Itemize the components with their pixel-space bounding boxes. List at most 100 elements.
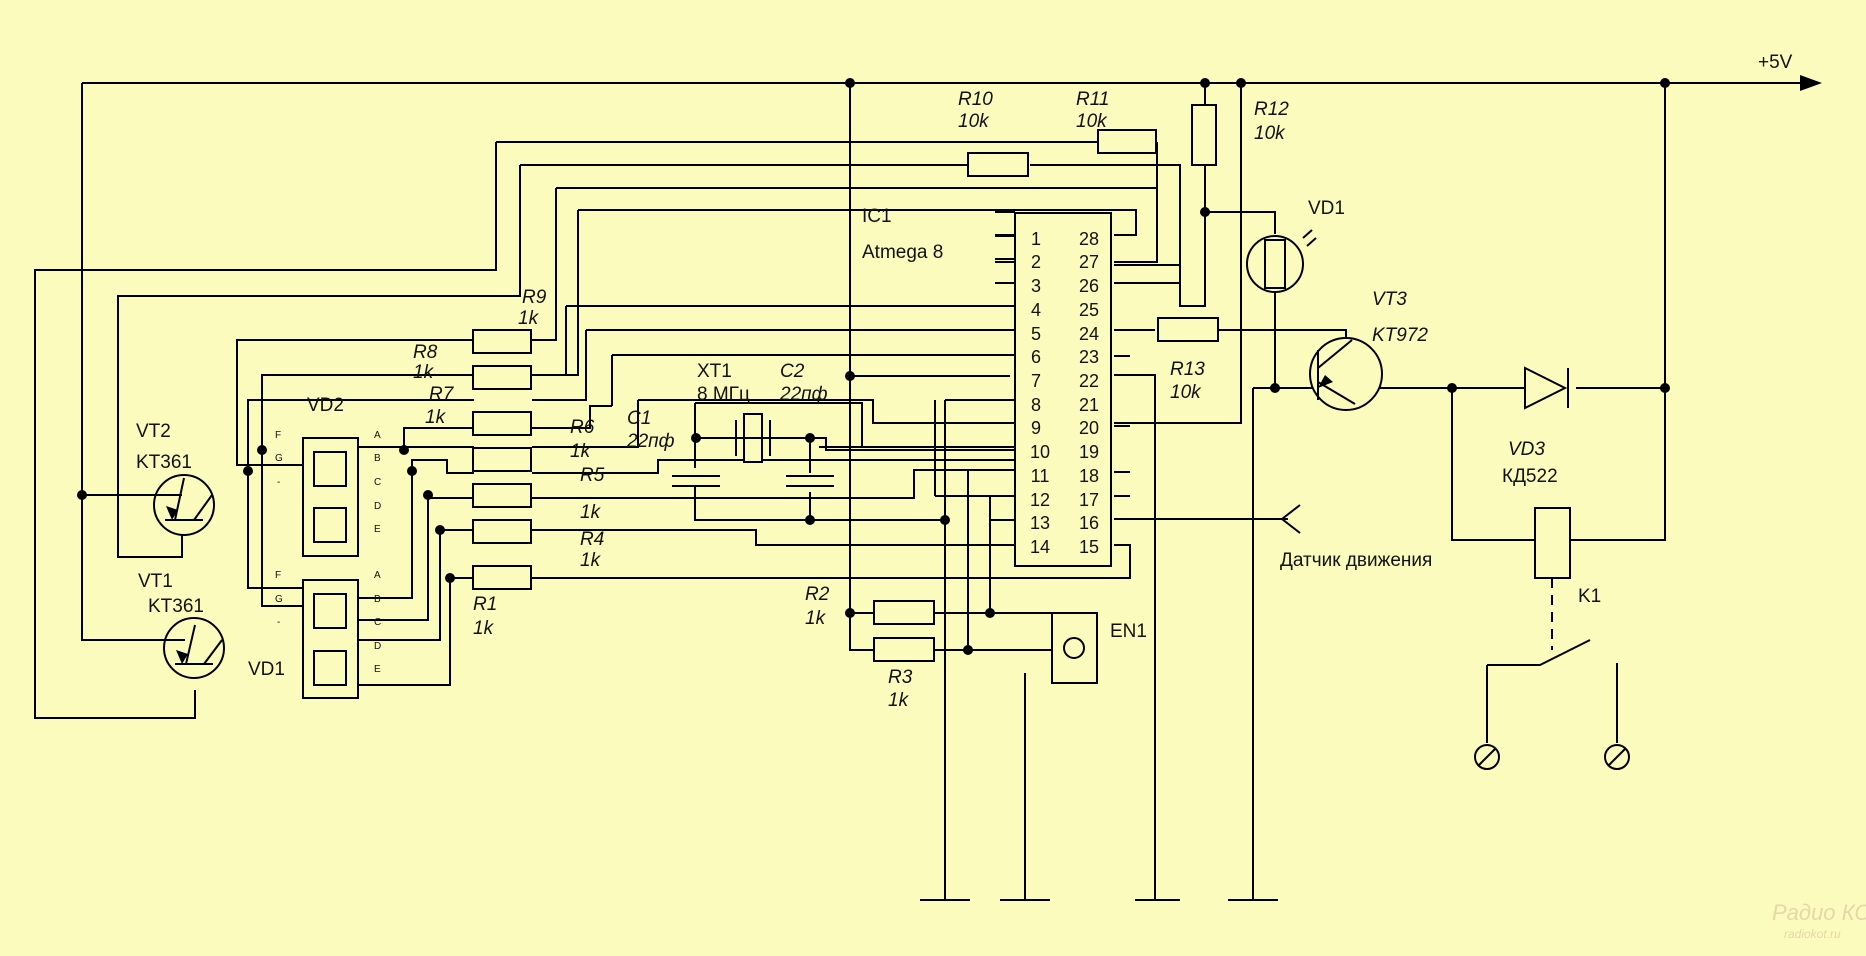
r6-ref: R6 <box>570 417 595 438</box>
r2-value: 1k <box>805 608 827 629</box>
power-label: +5V <box>1758 52 1793 73</box>
capacitor-c1 <box>672 475 720 487</box>
transistor-vt1 <box>163 617 225 679</box>
vd1-pin-a: A <box>374 570 381 581</box>
display-vd2-pins: F G - A B C D E <box>275 430 381 535</box>
ic1-ref: IC1 <box>862 206 892 227</box>
vd1-pin-minus: - <box>277 617 280 628</box>
crystal-xt1 <box>695 413 776 463</box>
ic-pin-11: 11 <box>1031 466 1050 486</box>
resistor-bodies <box>472 104 1219 662</box>
watermark-logo: Радио КОТ <box>1772 900 1866 925</box>
ic-pin-22: 22 <box>1079 371 1099 391</box>
transistor-vt2 <box>153 474 215 536</box>
display-vd1-pins: F G - A B C D E <box>275 570 381 675</box>
r7-ref: R7 <box>429 384 455 405</box>
vd2-pin-b: B <box>374 453 381 464</box>
r10-ref: R10 <box>958 89 993 110</box>
vd2-pin-e: E <box>374 524 381 535</box>
vd1-pin-d: D <box>374 641 381 652</box>
ic-pin-8: 8 <box>1031 395 1041 415</box>
ic-pin-1: 1 <box>1031 229 1041 249</box>
vd1-pin-g: G <box>275 594 283 605</box>
ic-pin-27: 27 <box>1079 252 1099 272</box>
vd1-pin-c: C <box>374 617 381 628</box>
c1-ref: C1 <box>627 408 651 429</box>
vt2-part: KT361 <box>136 452 192 473</box>
ic-pin-18: 18 <box>1079 466 1099 486</box>
ic-pin-4: 4 <box>1031 300 1041 320</box>
vd2-pin-a: A <box>374 430 381 441</box>
display-vd2 <box>302 437 359 557</box>
sensor-label: Датчик движения <box>1280 550 1432 571</box>
r13-value: 10k <box>1170 382 1202 403</box>
diode-vd3 <box>1524 366 1569 410</box>
r9-value: 1k <box>518 308 540 329</box>
ic-pin-16: 16 <box>1079 513 1099 533</box>
xt1-ref: XT1 <box>697 361 732 382</box>
capacitor-c2 <box>786 475 834 487</box>
ic-pin-23: 23 <box>1079 347 1099 367</box>
ic-pin-21: 21 <box>1079 395 1099 415</box>
transistor-vt3 <box>1309 337 1383 411</box>
vd3-part: КД522 <box>1502 466 1558 487</box>
ic-pin-14: 14 <box>1030 537 1050 557</box>
r8-ref: R8 <box>413 342 438 363</box>
ic-pin-9: 9 <box>1031 418 1041 438</box>
ic-pin-13: 13 <box>1030 513 1050 533</box>
vd1-display-ref: VD1 <box>248 659 285 680</box>
r1-ref: R1 <box>473 594 497 615</box>
vd2-ref: VD2 <box>307 395 344 416</box>
r9-ref: R9 <box>522 287 547 308</box>
c2-ref: C2 <box>780 361 805 382</box>
r11-value: 10k <box>1076 111 1108 132</box>
vd1-pin-e: E <box>374 664 381 675</box>
k1-ref: K1 <box>1578 586 1601 607</box>
r11-ref: R11 <box>1076 89 1109 110</box>
ic1-pins-right: 28 27 26 25 24 23 22 21 20 19 18 17 16 1… <box>1079 229 1099 557</box>
junctions <box>77 78 1670 655</box>
wires <box>34 82 1808 901</box>
ic-pin-24: 24 <box>1079 324 1099 344</box>
photo-sensor-vd1 <box>1246 229 1317 293</box>
display-vd1 <box>302 579 359 699</box>
r13-ref: R13 <box>1170 359 1205 380</box>
r5-ref: R5 <box>580 465 605 486</box>
vt1-ref: VT1 <box>138 571 173 592</box>
ic-pin-15: 15 <box>1079 537 1099 557</box>
encoder-en1 <box>1051 612 1098 684</box>
vt3-ref: VT3 <box>1372 289 1407 310</box>
vt3-part: KT972 <box>1372 325 1428 346</box>
ic-pin-7: 7 <box>1031 371 1041 391</box>
r3-ref: R3 <box>888 667 913 688</box>
ic-pin-20: 20 <box>1079 418 1099 438</box>
watermark-site: radiokot.ru <box>1784 927 1841 941</box>
vt1-part: KT361 <box>148 596 204 617</box>
r5-value: 1k <box>580 502 602 523</box>
vd2-pin-minus: - <box>277 477 280 488</box>
r6-value: 1k <box>570 441 592 462</box>
r8-value: 1k <box>413 362 435 383</box>
ic1-pins-left: 1 2 3 4 5 6 7 8 9 10 11 12 13 14 <box>1030 229 1050 557</box>
r7-value: 1k <box>425 407 447 428</box>
c1-value: 22пф <box>626 431 675 452</box>
ic1 <box>995 212 1130 567</box>
ic-pin-10: 10 <box>1030 442 1050 462</box>
r4-ref: R4 <box>580 529 604 550</box>
ic-pin-19: 19 <box>1079 442 1099 462</box>
vd1-led-ref: VD1 <box>1308 198 1345 219</box>
ic1-part: Atmega 8 <box>862 242 943 263</box>
ic-pin-5: 5 <box>1031 324 1041 344</box>
en1-ref: EN1 <box>1110 621 1147 642</box>
relay-k1 <box>1474 507 1630 770</box>
r1-value: 1k <box>473 618 495 639</box>
ic-pin-26: 26 <box>1079 276 1099 296</box>
ic-pin-12: 12 <box>1030 490 1050 510</box>
vd3-ref: VD3 <box>1508 439 1545 460</box>
ic-pin-6: 6 <box>1031 347 1041 367</box>
ic-pin-2: 2 <box>1031 252 1041 272</box>
c2-value: 22пф <box>779 384 828 405</box>
ic-pin-28: 28 <box>1079 229 1099 249</box>
ic-pin-17: 17 <box>1079 490 1099 510</box>
